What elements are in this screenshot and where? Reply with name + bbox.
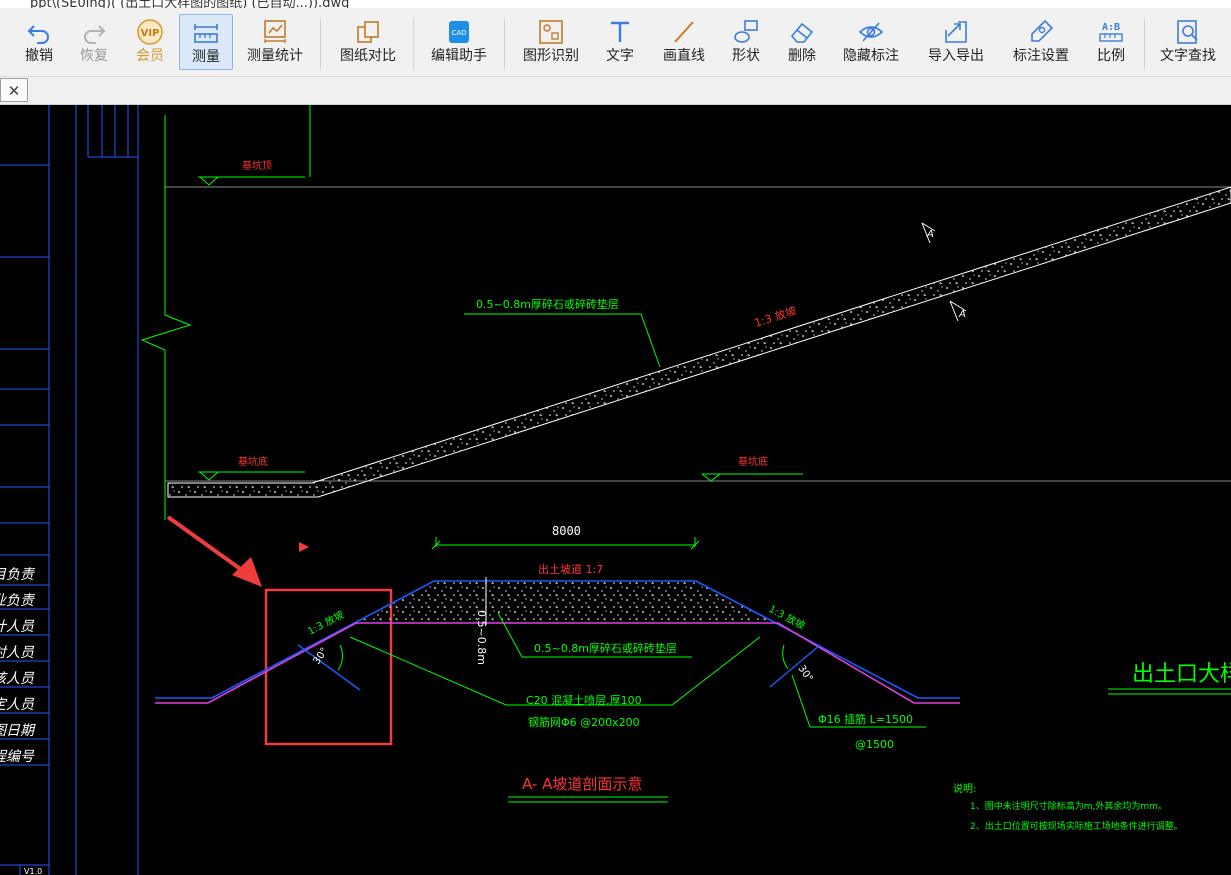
- annotation-settings-button[interactable]: 标注设置: [1006, 14, 1076, 70]
- cad-edit-icon: CAD: [449, 21, 469, 43]
- bottom-elevation-label-left: 基坑底: [238, 455, 268, 468]
- angle-label-right: 30°: [796, 663, 815, 684]
- title-block-signature: 出图日期: [0, 723, 36, 739]
- title-block-signature: 审定人员: [0, 697, 35, 713]
- title-block-signature: 校对人员: [0, 645, 35, 661]
- drawing-notes: 出土口大样图 说明: 1、图中未注明尺寸除标高为m,外其余均为mm。 2、出土口…: [953, 662, 1231, 832]
- title-block-signature: 审核人员: [0, 671, 35, 687]
- document-tab-bar: ✕: [0, 77, 1231, 105]
- toolbar-separator: [320, 18, 321, 70]
- angle-label-left: 30°: [311, 646, 330, 667]
- cushion-note-top: 0.5~0.8m厚碎石或碎砖垫层: [476, 297, 619, 311]
- drawing-big-title: 出土口大样图: [1132, 662, 1231, 687]
- dimension-width: 8000: [552, 524, 581, 538]
- toolbar: 撤销 恢复 VIP 会员 测量 测量统计 图纸对比 CAD 编辑助手 图形识别 …: [0, 8, 1231, 77]
- pen-settings-icon: [1031, 19, 1054, 42]
- mesh-note: 钢筋网Φ6 @200x200: [528, 715, 640, 729]
- concrete-note: C20 混凝土喷层,厚100: [526, 693, 642, 707]
- measure-stats-button[interactable]: 测量统计: [241, 14, 309, 70]
- toolbar-separator: [504, 18, 505, 70]
- ruler-icon: [194, 24, 218, 43]
- slope-gravel-layer: [167, 186, 1231, 498]
- undo-icon: [27, 25, 49, 44]
- vip-badge-icon: VIP: [137, 19, 163, 45]
- edit-assistant-button[interactable]: CAD 编辑助手: [425, 14, 493, 70]
- ramp-title: 出土坡道 1:7: [538, 562, 603, 576]
- cad-drawing-canvas[interactable]: 项目负责 专业负责 设计人员 校对人员 审核人员 审定人员 出图日期 工程编号 …: [0, 105, 1231, 875]
- section-marker-top: A: [926, 229, 934, 240]
- scale-button[interactable]: A:B 比例: [1088, 14, 1134, 70]
- notes-header: 说明:: [953, 782, 976, 795]
- shape-button[interactable]: 形状: [723, 14, 769, 70]
- text-tool-button[interactable]: 文字: [597, 14, 643, 70]
- svg-text:A:B: A:B: [1102, 22, 1120, 33]
- eye-hidden-icon: [858, 22, 884, 42]
- title-block: 项目负责 专业负责 设计人员 校对人员 审核人员 审定人员 出图日期 工程编号 …: [0, 105, 139, 875]
- title-block-signature: 专业负责: [0, 593, 36, 609]
- svg-text:VIP: VIP: [141, 28, 160, 39]
- shape-recognition-icon: [539, 20, 563, 44]
- section-view: 8000 出土坡道 1:7 0.5~0.8m 0.5~0.8m厚碎石或碎砖垫层 …: [155, 524, 960, 803]
- shape-icon: [734, 20, 758, 43]
- svg-text:CAD: CAD: [451, 29, 466, 37]
- title-block-signature: 设计人员: [0, 619, 35, 635]
- redo-icon: [84, 25, 106, 44]
- top-elevation-label: 基坑顶: [242, 159, 272, 172]
- text-search-icon: [1177, 20, 1198, 44]
- note-line-2: 2、出土口位置可按现场实际施工场地条件进行调整。: [970, 820, 1183, 832]
- window-title-bar: ppt\(SE0ing)( (出土口大样图的图纸) (已自动...)).dwg: [0, 0, 1231, 8]
- title-block-signature: 项目负责: [0, 567, 36, 583]
- window-title: ppt\(SE0ing)( (出土口大样图的图纸) (已自动...)).dwg: [30, 0, 350, 8]
- delete-button[interactable]: 删除: [779, 14, 825, 70]
- hide-annotation-button[interactable]: 隐藏标注: [838, 14, 904, 70]
- undo-button[interactable]: 撤销: [14, 14, 64, 70]
- shape-recognition-button[interactable]: 图形识别: [516, 14, 586, 70]
- section-title: A- A坡道剖面示意: [522, 775, 642, 793]
- toolbar-separator: [413, 18, 414, 70]
- plan-view: 基坑顶 基坑底 基坑底 0.5~0.8m厚碎石或碎砖垫层 1:3 放坡 A A: [140, 105, 1231, 520]
- redo-button[interactable]: 恢复: [69, 14, 119, 70]
- slope-ratio-top: 1:3 放坡: [753, 303, 798, 330]
- vip-button[interactable]: VIP 会员: [124, 14, 176, 70]
- compare-button[interactable]: 图纸对比: [334, 14, 402, 70]
- cushion-note-section: 0.5~0.8m厚碎石或碎砖垫层: [534, 641, 677, 655]
- line-icon: [674, 21, 694, 43]
- import-export-button[interactable]: 导入导出: [921, 14, 991, 70]
- sheet-version-label: V1.0: [24, 867, 42, 875]
- bottom-elevation-label-right: 基坑底: [738, 455, 768, 468]
- ramp-gravel-layer: [356, 581, 778, 623]
- slope-ratio-left: 1:3 放坡: [305, 608, 346, 638]
- toolbar-separator: [1144, 18, 1145, 70]
- section-marker-bottom: A: [958, 309, 966, 320]
- thickness-label: 0.5~0.8m: [475, 610, 488, 665]
- draw-line-button[interactable]: 画直线: [657, 14, 711, 70]
- eraser-icon: [790, 22, 814, 43]
- rebar-spacing: @1500: [855, 738, 894, 751]
- highlight-annotation[interactable]: [166, 515, 393, 746]
- stats-chart-icon: [264, 20, 286, 43]
- title-block-signature: 工程编号: [0, 749, 35, 765]
- close-tab-button[interactable]: ✕: [0, 78, 28, 102]
- text-t-icon: [611, 21, 629, 42]
- text-search-button[interactable]: 文字查找: [1154, 14, 1222, 70]
- import-export-icon: [945, 21, 967, 43]
- measure-button[interactable]: 测量: [179, 14, 233, 70]
- compare-icon: [357, 21, 379, 43]
- rebar-note: Φ16 插筋 L=1500: [818, 712, 913, 726]
- scale-ratio-icon: A:B: [1099, 22, 1123, 42]
- note-line-1: 1、图中未注明尺寸除标高为m,外其余均为mm。: [970, 800, 1167, 812]
